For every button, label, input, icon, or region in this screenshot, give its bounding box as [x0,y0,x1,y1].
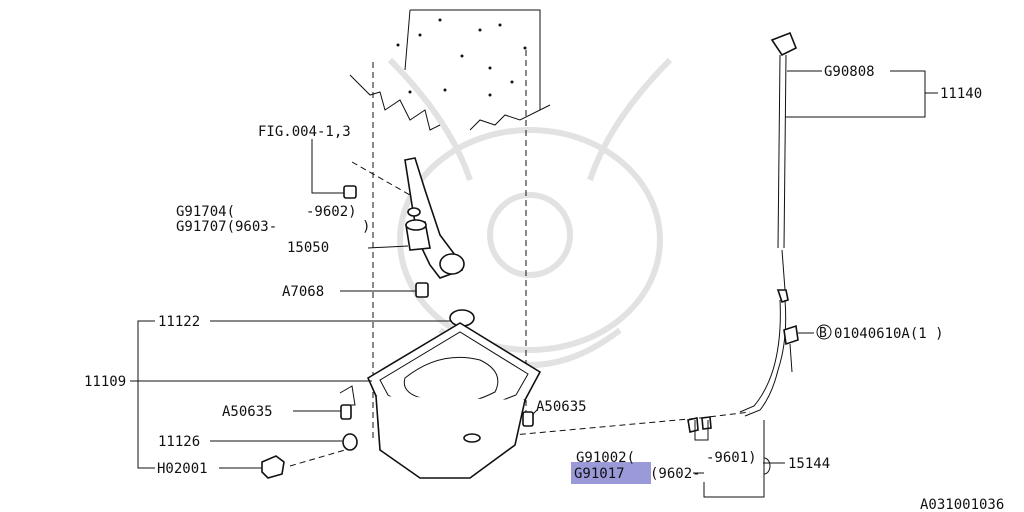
label-g91704-range: -9602) [306,204,357,220]
oil-level-gauge-assembly [687,31,799,475]
label-g91707-close: ) [362,219,370,235]
diagram-id: A031001036 [920,497,1004,512]
label-01040610a[interactable]: 01040610A(1 ) [834,326,944,342]
label-g91002-range: -9601) [706,450,757,466]
label-h02001[interactable]: H02001 [157,461,208,477]
label-g91707[interactable]: G91707(9603- [176,219,277,235]
oil-strainer-15050 [404,157,465,279]
label-fig-ref[interactable]: FIG.004-1,3 [258,124,351,140]
label-11109[interactable]: 11109 [84,374,126,390]
label-11122[interactable]: 11122 [158,314,200,330]
fasteners [261,185,534,479]
label-g91017[interactable]: G91017 [574,466,625,482]
label-g91704[interactable]: G91704( [176,204,235,220]
watermark-emblem [387,57,673,368]
label-g90808[interactable]: G90808 [824,64,875,80]
label-bolt-b: B [819,326,827,341]
bolt-b-circle [816,324,832,340]
label-a50635-left[interactable]: A50635 [222,404,273,420]
label-15144[interactable]: 15144 [788,456,830,472]
label-g91017-range: (9602- [650,466,701,482]
label-11140[interactable]: 11140 [940,86,982,102]
engine-block [349,9,551,131]
label-a7068[interactable]: A7068 [282,284,324,300]
callout-labels: FIG.004-1,3 G91704( -9602) G91707(9603- … [84,64,1004,512]
label-11126[interactable]: 11126 [158,434,200,450]
selected-part-highlight [571,462,651,484]
label-a50635-right[interactable]: A50635 [536,399,587,415]
leader-lines [130,70,938,498]
oil-pan-11109 [339,322,542,479]
label-15050[interactable]: 15050 [287,240,329,256]
label-g91002[interactable]: G91002( [576,450,635,466]
